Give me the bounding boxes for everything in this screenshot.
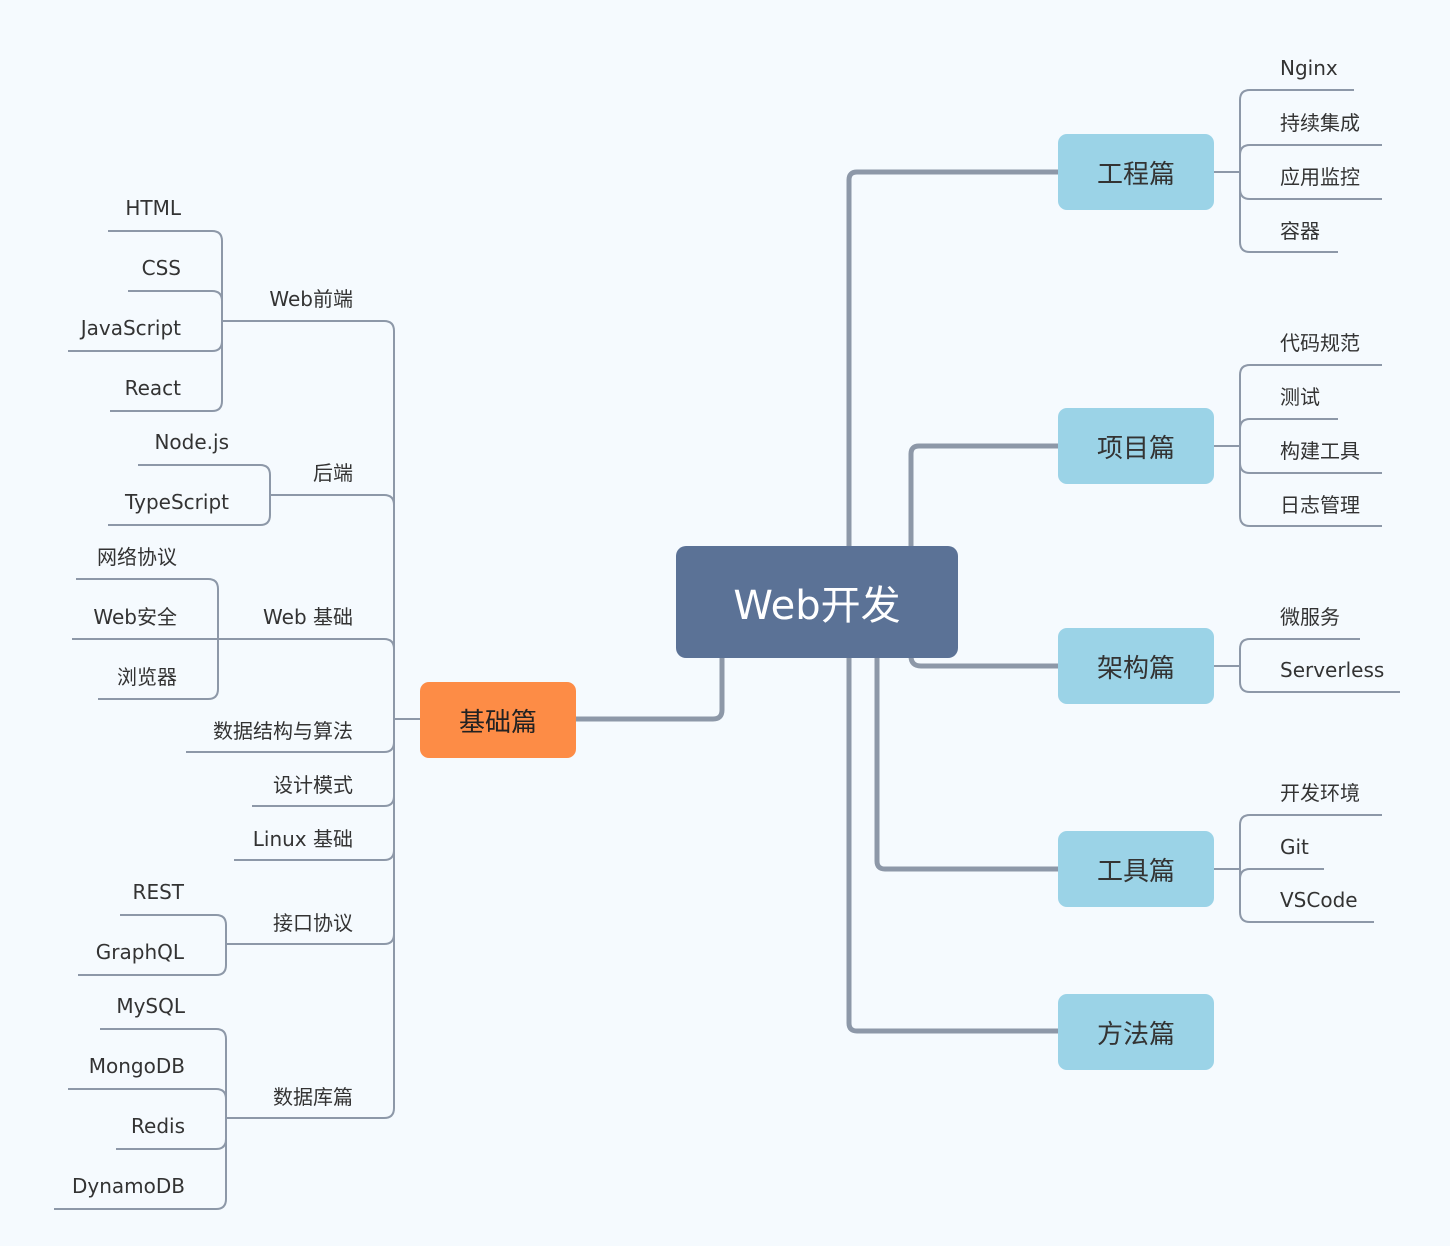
- leaf-microservices[interactable]: 微服务: [1280, 605, 1340, 629]
- group-linux-basics[interactable]: Linux 基础: [252, 827, 353, 851]
- leaf-rest[interactable]: REST: [132, 880, 184, 904]
- leaf-mysql[interactable]: MySQL: [116, 994, 185, 1018]
- group-databases[interactable]: 数据库篇: [273, 1085, 353, 1109]
- leaf-react[interactable]: React: [124, 376, 181, 400]
- leaf-web-security[interactable]: Web安全: [93, 605, 177, 629]
- foundation-node[interactable]: 基础篇: [420, 682, 576, 758]
- root-node[interactable]: Web开发: [676, 546, 958, 658]
- leaf-redis[interactable]: Redis: [131, 1114, 185, 1138]
- leaf-css[interactable]: CSS: [141, 256, 181, 280]
- leaf-dev-env[interactable]: 开发环境: [1280, 781, 1360, 805]
- leaf-ci[interactable]: 持续集成: [1280, 111, 1360, 135]
- group-web-frontend[interactable]: Web前端: [269, 287, 353, 311]
- link-root-project: [908, 443, 1060, 548]
- method-node[interactable]: 方法篇: [1058, 994, 1214, 1070]
- leaf-git[interactable]: Git: [1280, 835, 1309, 859]
- leaf-build-tools[interactable]: 构建工具: [1280, 439, 1360, 463]
- link-root-foundation: [576, 656, 725, 722]
- link-root-method: [846, 656, 1060, 1034]
- leaf-serverless[interactable]: Serverless: [1280, 658, 1385, 682]
- leaf-code-style[interactable]: 代码规范: [1280, 331, 1360, 355]
- group-data-structures[interactable]: 数据结构与算法: [213, 719, 353, 743]
- leaf-testing[interactable]: 测试: [1280, 385, 1320, 409]
- leaf-container[interactable]: 容器: [1280, 219, 1320, 243]
- leaf-html[interactable]: HTML: [125, 196, 181, 220]
- link-root-tools: [874, 656, 1060, 872]
- leaf-vscode[interactable]: VSCode: [1280, 888, 1358, 912]
- leaf-typescript[interactable]: TypeScript: [125, 490, 229, 514]
- leaf-mongodb[interactable]: MongoDB: [88, 1054, 185, 1078]
- leaf-nginx[interactable]: Nginx: [1280, 56, 1338, 80]
- leaf-nodejs[interactable]: Node.js: [154, 430, 229, 454]
- link-root-engineering: [846, 169, 1060, 548]
- leaf-dynamodb[interactable]: DynamoDB: [71, 1174, 185, 1198]
- leaf-network-protocols[interactable]: 网络协议: [97, 545, 177, 569]
- project-node[interactable]: 项目篇: [1058, 408, 1214, 484]
- engineering-node[interactable]: 工程篇: [1058, 134, 1214, 210]
- group-api-protocols[interactable]: 接口协议: [273, 911, 353, 935]
- tools-node[interactable]: 工具篇: [1058, 831, 1214, 907]
- architecture-node[interactable]: 架构篇: [1058, 628, 1214, 704]
- group-backend[interactable]: 后端: [313, 461, 353, 485]
- group-design-patterns[interactable]: 设计模式: [273, 773, 353, 797]
- leaf-graphql[interactable]: GraphQL: [95, 940, 184, 964]
- leaf-logging[interactable]: 日志管理: [1280, 493, 1360, 517]
- leaf-monitoring[interactable]: 应用监控: [1280, 165, 1360, 189]
- leaf-browser[interactable]: 浏览器: [117, 665, 177, 689]
- leaf-javascript[interactable]: JavaScript: [80, 316, 181, 340]
- group-web-basics[interactable]: Web 基础: [263, 605, 353, 629]
